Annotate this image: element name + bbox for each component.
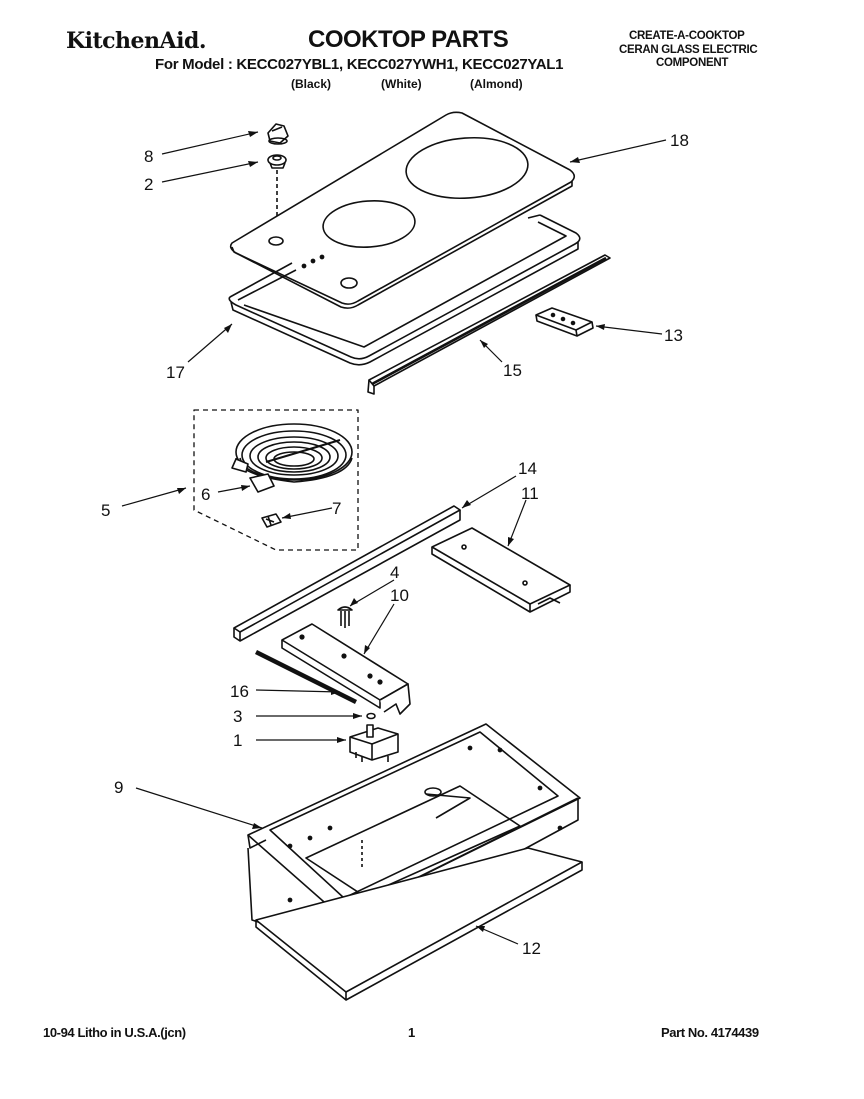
litho-note: 10-94 Litho in U.S.A.(jcn) xyxy=(43,1025,186,1040)
callout-10: 10 xyxy=(390,586,409,605)
glass-cooktop-part xyxy=(229,111,576,309)
infinite-switch-part xyxy=(349,724,399,762)
callout-14: 14 xyxy=(518,459,537,478)
callout-16: 16 xyxy=(230,682,249,701)
long-trim-part xyxy=(233,505,461,642)
callout-2: 2 xyxy=(144,175,153,194)
category-line-2: CERAN GLASS ELECTRIC xyxy=(619,44,758,56)
callout-1: 1 xyxy=(233,731,242,750)
category-line-3: COMPONENT xyxy=(656,57,729,69)
variant-almond: (Almond) xyxy=(470,77,523,91)
bottom-plate-part xyxy=(255,847,583,1001)
screw-part xyxy=(337,606,353,628)
clip-part xyxy=(261,513,282,528)
page-title: COOKTOP PARTS xyxy=(308,26,509,53)
heating-element-part xyxy=(235,423,353,483)
callout-8: 8 xyxy=(144,147,153,166)
callout-5: 5 xyxy=(101,501,110,520)
callout-15: 15 xyxy=(503,361,522,380)
callout-3: 3 xyxy=(233,707,242,726)
callout-18: 18 xyxy=(670,131,689,150)
bracket-part xyxy=(535,307,594,337)
limiter-part xyxy=(231,458,275,493)
callout-12: 12 xyxy=(522,939,541,958)
seal-strip-part xyxy=(367,254,611,395)
callout-4: 4 xyxy=(390,563,399,582)
variant-white: (White) xyxy=(381,77,422,91)
terminal-cover-part xyxy=(431,527,571,613)
callout-6: 6 xyxy=(201,485,210,504)
model-line: For Model : KECC027YBL1, KECC027YWH1, KE… xyxy=(155,56,564,73)
element-assembly-boundary xyxy=(193,409,359,551)
category-line-1: CREATE-A-COOKTOP xyxy=(629,30,745,42)
callout-9: 9 xyxy=(114,778,123,797)
callout-17: 17 xyxy=(166,363,185,382)
strip-part xyxy=(254,649,358,705)
switch-bracket-part xyxy=(281,623,411,715)
callout-numbers: 8 2 18 17 15 13 5 6 7 14 11 4 10 16 3 1 … xyxy=(101,131,689,958)
knob-part xyxy=(267,123,289,145)
page-number: 1 xyxy=(408,1025,415,1040)
arrow-heads xyxy=(177,131,605,932)
callout-7: 7 xyxy=(332,499,341,518)
variant-black: (Black) xyxy=(291,77,332,91)
callout-11: 11 xyxy=(521,484,539,503)
part-number: Part No. 4174439 xyxy=(661,1025,759,1040)
trim-frame-part xyxy=(228,214,581,366)
nut-part xyxy=(366,712,376,720)
kitchenaid-logo: KitchenAid. xyxy=(66,28,207,54)
callout-13: 13 xyxy=(664,326,683,345)
